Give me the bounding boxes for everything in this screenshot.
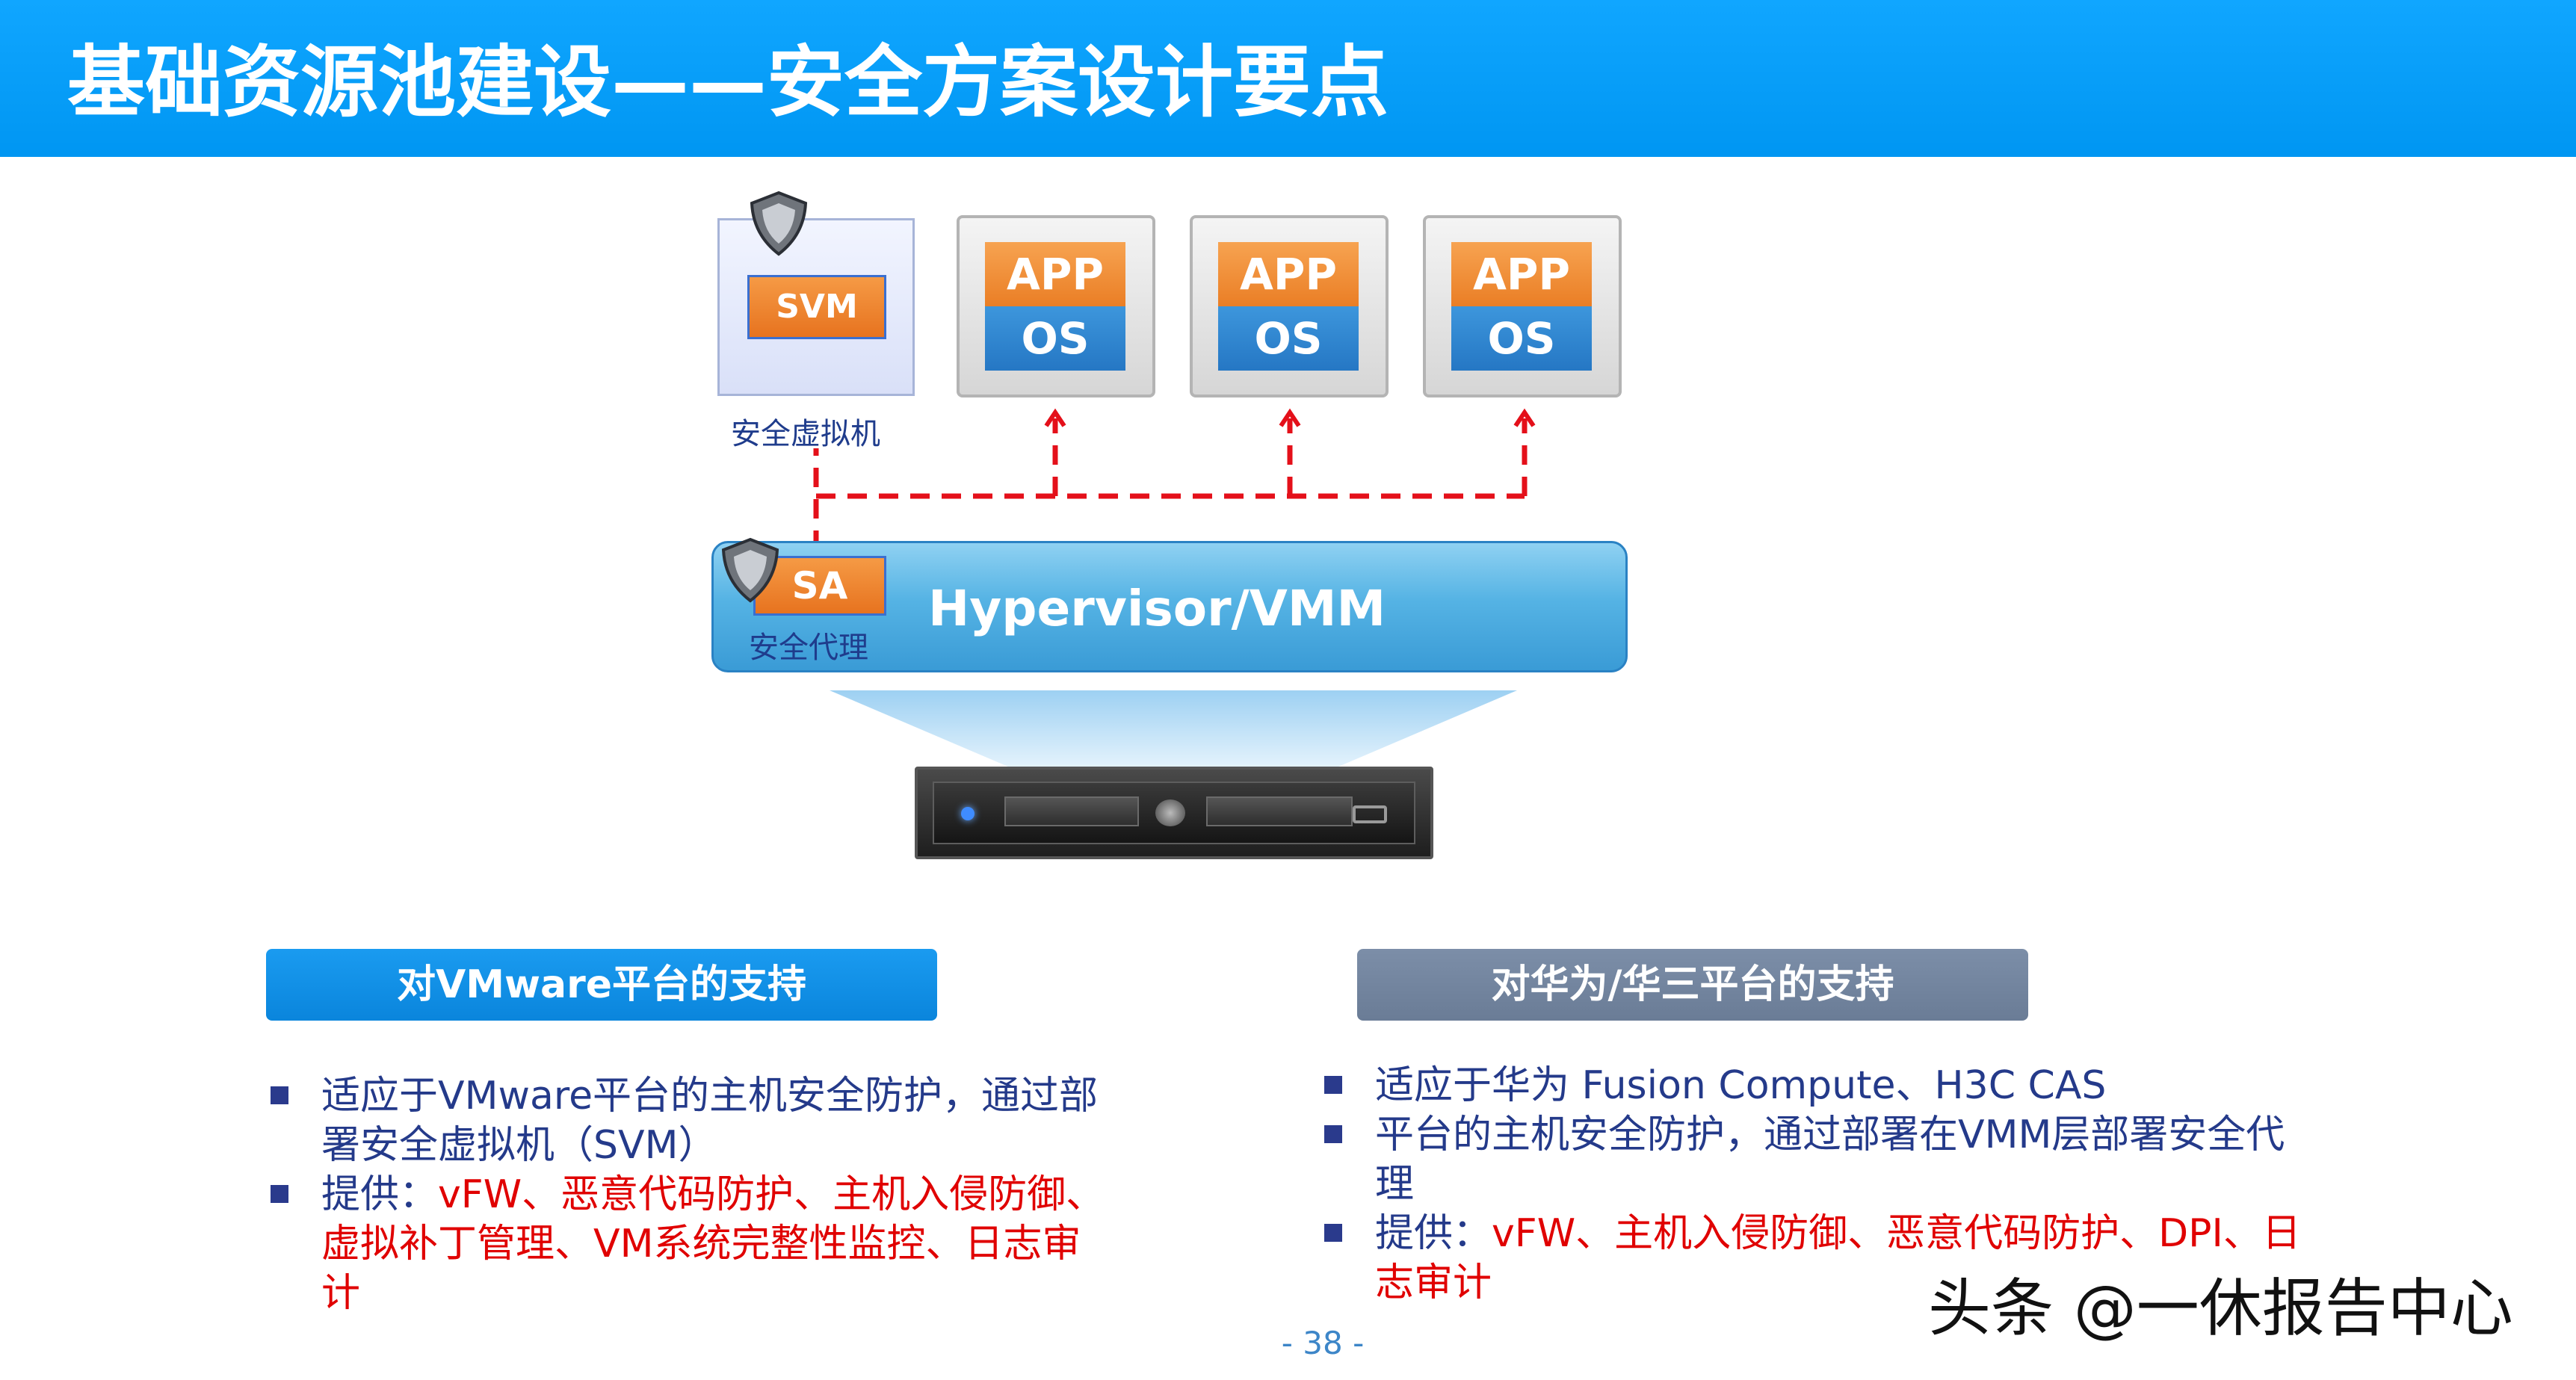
vmware-bullet-1-line-1: 适应于VMware平台的主机安全防护，通过部 (321, 1071, 1098, 1121)
vm-2-app-block: APP (1218, 242, 1359, 306)
server-drive-slot (1206, 796, 1353, 826)
bullet-icon (271, 1086, 288, 1104)
security-agent-caption: 安全代理 (749, 623, 868, 666)
huawei-bullet-1: 适应于华为 Fusion Compute、H3C CAS (1375, 1061, 2106, 1110)
huawei-features-line-1: vFW、主机入侵防御、恶意代码防护、DPI、日 (1492, 1211, 2301, 1256)
huawei-h3c-support-heading: 对华为/华三平台的支持 (1357, 949, 2028, 1021)
vmware-features-line-2: 虚拟补丁管理、VM系统完整性监控、日志审 (321, 1219, 1081, 1269)
bullet-icon (1324, 1076, 1342, 1094)
svm-caption: 安全虚拟机 (731, 409, 880, 453)
server-drive-slot (1004, 796, 1139, 826)
server-button-icon (1155, 799, 1185, 826)
vm-3-app-block: APP (1451, 242, 1592, 306)
watermark: 头条 @一休报告中心 (1928, 1267, 2513, 1349)
vm-3-os-block: OS (1451, 306, 1592, 371)
huawei-bullet-2-line-1: 平台的主机安全防护，通过部署在VMM层部署安全代 (1375, 1110, 2285, 1160)
bullet-icon (1324, 1224, 1342, 1242)
huawei-bullet-3-line-1: 提供：vFW、主机入侵防御、恶意代码防护、DPI、日 (1375, 1209, 2301, 1258)
vmware-features-line-1: vFW、恶意代码防护、主机入侵防御、 (438, 1172, 1105, 1217)
vm-2-os-block: OS (1218, 306, 1359, 371)
bullet-icon (1324, 1125, 1342, 1143)
power-led-icon (961, 807, 975, 820)
page-number: - 38 - (1270, 1321, 1375, 1366)
svm-label: SVM (747, 275, 886, 339)
provides-prefix: 提供： (321, 1172, 438, 1217)
huawei-bullet-2-line-2: 理 (1375, 1160, 1414, 1209)
vmware-support-heading: 对VMware平台的支持 (266, 949, 937, 1021)
vmware-bullet-1-line-2: 署安全虚拟机（SVM） (321, 1121, 717, 1170)
vmware-bullet-2-line-1: 提供：vFW、恶意代码防护、主机入侵防御、 (321, 1170, 1105, 1219)
provides-prefix: 提供： (1375, 1211, 1492, 1256)
huawei-features-line-2: 志审计 (1375, 1258, 1492, 1308)
vmware-features-line-3: 计 (321, 1269, 360, 1318)
shield-icon (747, 190, 810, 257)
hypervisor-title: Hypervisor/VMM (928, 575, 1386, 643)
shield-icon (719, 536, 782, 604)
vm-1-app-block: APP (985, 242, 1125, 306)
bullet-icon (271, 1185, 288, 1203)
usb-port-icon (1353, 805, 1387, 823)
vm-1-os-block: OS (985, 306, 1125, 371)
